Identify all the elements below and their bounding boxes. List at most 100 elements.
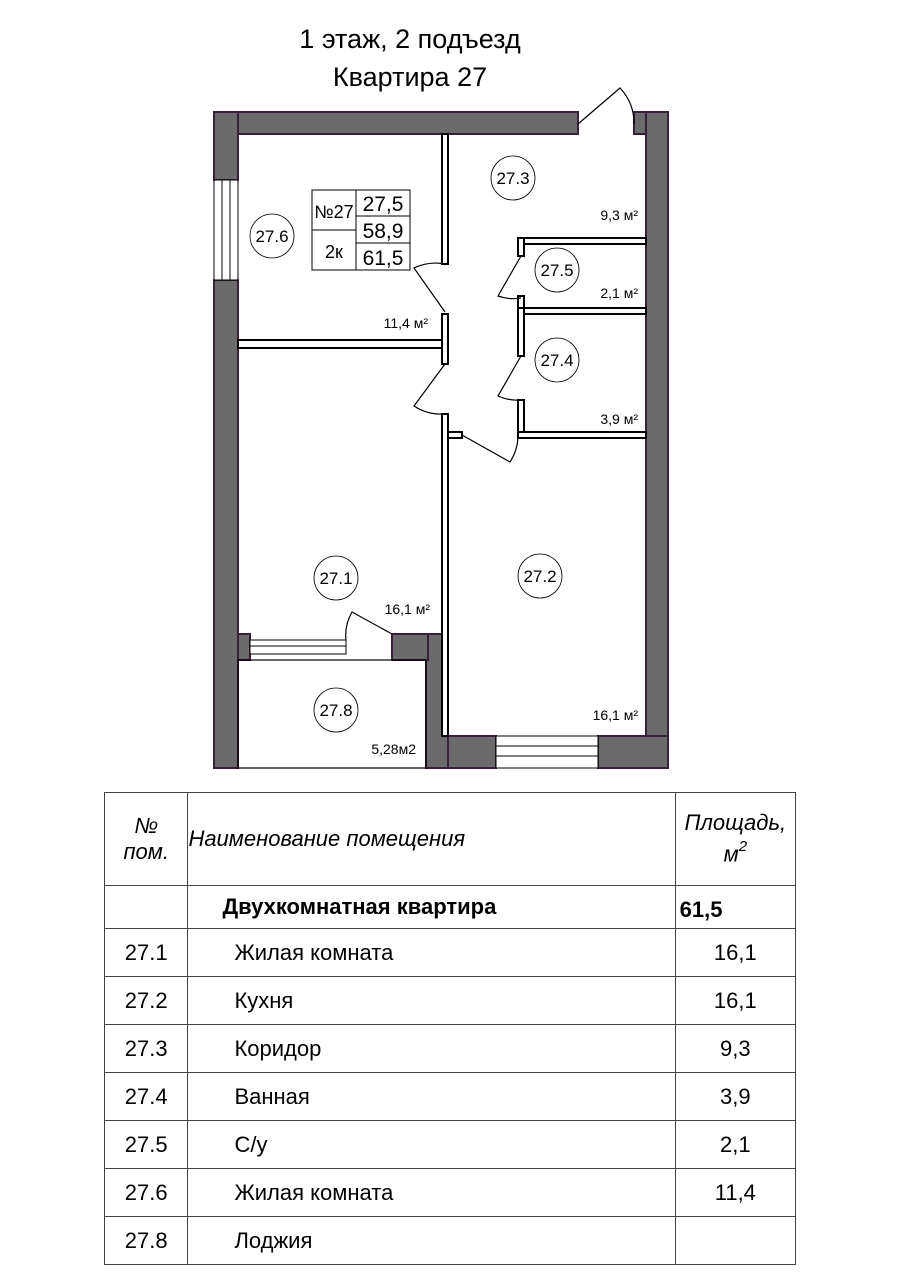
partition-wc-west-a	[517, 237, 525, 257]
partition-bedroom-south	[237, 339, 447, 349]
table-row: 27.3 Коридор 9,3	[103, 1024, 797, 1073]
badge-apt-number: №27	[314, 202, 353, 222]
header-num-line2: пом.	[123, 839, 169, 864]
table-header-row: № пом. Наименование помещения Площадь, м…	[103, 792, 797, 886]
room-schedule-table: № пом. Наименование помещения Площадь, м…	[103, 792, 797, 1265]
row-num: 27.1	[103, 928, 189, 977]
window-left	[213, 179, 239, 281]
wall-top	[213, 111, 579, 135]
row-num: 27.5	[103, 1120, 189, 1169]
header-num: № пом.	[103, 792, 189, 886]
door-bedroom-small	[413, 262, 446, 313]
wall-loggia-stub-right	[391, 633, 429, 661]
doors	[345, 87, 635, 641]
row-name: Коридор	[187, 1024, 676, 1073]
row-num: 27.4	[103, 1072, 189, 1121]
row-num: 27.6	[103, 1168, 189, 1217]
total-name: Двухкомнатная квартира	[187, 885, 676, 929]
wall-left-upper	[213, 111, 239, 181]
row-area: 16,1	[674, 976, 797, 1025]
floor-plan: 27.6 27.3 27.5 27.4 27.1 27.2 27.8 9,3 м…	[213, 87, 669, 769]
room-circle-27-1	[313, 555, 359, 601]
row-num: 27.2	[103, 976, 189, 1025]
door-kitchen	[461, 434, 519, 463]
room-circle-27-8	[313, 687, 359, 733]
header-num-line1: №	[134, 813, 159, 838]
partition-bath-west-a	[517, 307, 525, 357]
badge-total-area: 58,9	[363, 220, 404, 243]
room-markers	[249, 155, 580, 733]
room-circle-27-6	[249, 213, 295, 259]
row-area	[674, 1216, 797, 1265]
door-entry	[577, 87, 635, 125]
table-row: 27.6 Жилая комната 11,4	[103, 1168, 797, 1217]
walls	[213, 111, 669, 769]
table-total-row: Двухкомнатная квартира 61,5	[103, 885, 797, 929]
table-row: 27.8 Лоджия	[103, 1216, 797, 1265]
window-bottom	[495, 735, 599, 769]
door-loggia	[345, 611, 393, 641]
wall-bottom-right-a	[445, 735, 497, 769]
room-num-27-5: 27.5	[540, 261, 573, 280]
room-area-27-1: 16,1 м²	[385, 601, 431, 617]
room-num-27-1: 27.1	[319, 569, 352, 588]
partition-kitchen-north	[517, 431, 647, 439]
row-area: 16,1	[674, 928, 797, 977]
room-circle-27-3	[490, 155, 536, 201]
row-num: 27.8	[103, 1216, 189, 1265]
table-row: 27.1 Жилая комната 16,1	[103, 928, 797, 977]
floor-entrance-title: 1 этаж, 2 подъезд	[299, 24, 521, 54]
total-area: 61,5	[674, 885, 797, 929]
header-name: Наименование помещения	[187, 792, 676, 886]
partition-kitchen-north-stub	[447, 431, 463, 439]
room-circle-27-4	[534, 337, 580, 383]
header-area-line1: Площадь,	[684, 810, 787, 836]
badge-living-area: 27,5	[363, 193, 404, 216]
room-num-27-8: 27.8	[319, 701, 352, 720]
table-row: 27.5 С/у 2,1	[103, 1120, 797, 1169]
room-num-27-2: 27.2	[523, 567, 556, 586]
partition-hall-west-mid	[441, 313, 449, 365]
table-row: 27.4 Ванная 3,9	[103, 1072, 797, 1121]
row-area: 11,4	[674, 1168, 797, 1217]
room-area-27-4: 3,9 м²	[600, 411, 638, 427]
header-area-unit-power: 2	[738, 838, 748, 856]
row-area: 3,9	[674, 1072, 797, 1121]
room-area-27-3: 9,3 м²	[600, 207, 638, 223]
apartment-badge: №27 2к 27,5 58,9 61,5	[311, 189, 411, 271]
row-name: Ванная	[187, 1072, 676, 1121]
header-area-unit: м	[723, 841, 739, 867]
row-name: Жилая комната	[187, 1168, 676, 1217]
total-num	[103, 885, 189, 929]
row-name: С/у	[187, 1120, 676, 1169]
partitions	[237, 133, 647, 737]
partition-hall-west-lower	[441, 413, 449, 737]
row-num: 27.3	[103, 1024, 189, 1073]
apartment-title: Квартира 27	[332, 62, 488, 92]
wall-loggia-stub-left	[237, 633, 251, 661]
room-area-27-2: 16,1 м²	[593, 707, 639, 723]
row-area: 2,1	[674, 1120, 797, 1169]
wall-bottom-right-b	[597, 735, 669, 769]
table-row: 27.2 Кухня 16,1	[103, 976, 797, 1025]
loggia-outline	[237, 659, 427, 769]
header-area: Площадь, м2	[674, 792, 797, 886]
door-wc	[497, 255, 522, 300]
window-loggia	[249, 639, 347, 655]
wall-left-lower	[213, 279, 239, 769]
partition-wc-south	[517, 307, 647, 315]
room-area-27-5: 2,1 м²	[600, 285, 638, 301]
partition-hall-west-upper	[441, 133, 449, 265]
wall-right	[645, 111, 669, 769]
room-circle-27-5	[534, 247, 580, 293]
partition-bath-west-b	[517, 399, 525, 437]
row-name: Жилая комната	[187, 928, 676, 977]
door-bath	[497, 355, 522, 401]
room-num-27-3: 27.3	[496, 169, 529, 188]
row-name: Лоджия	[187, 1216, 676, 1265]
partition-wc-north	[517, 237, 647, 245]
room-area-27-6: 11,4 м²	[384, 315, 429, 331]
room-area-27-8: 5,28м2	[371, 741, 416, 757]
row-area: 9,3	[674, 1024, 797, 1073]
room-num-27-6: 27.6	[255, 227, 288, 246]
